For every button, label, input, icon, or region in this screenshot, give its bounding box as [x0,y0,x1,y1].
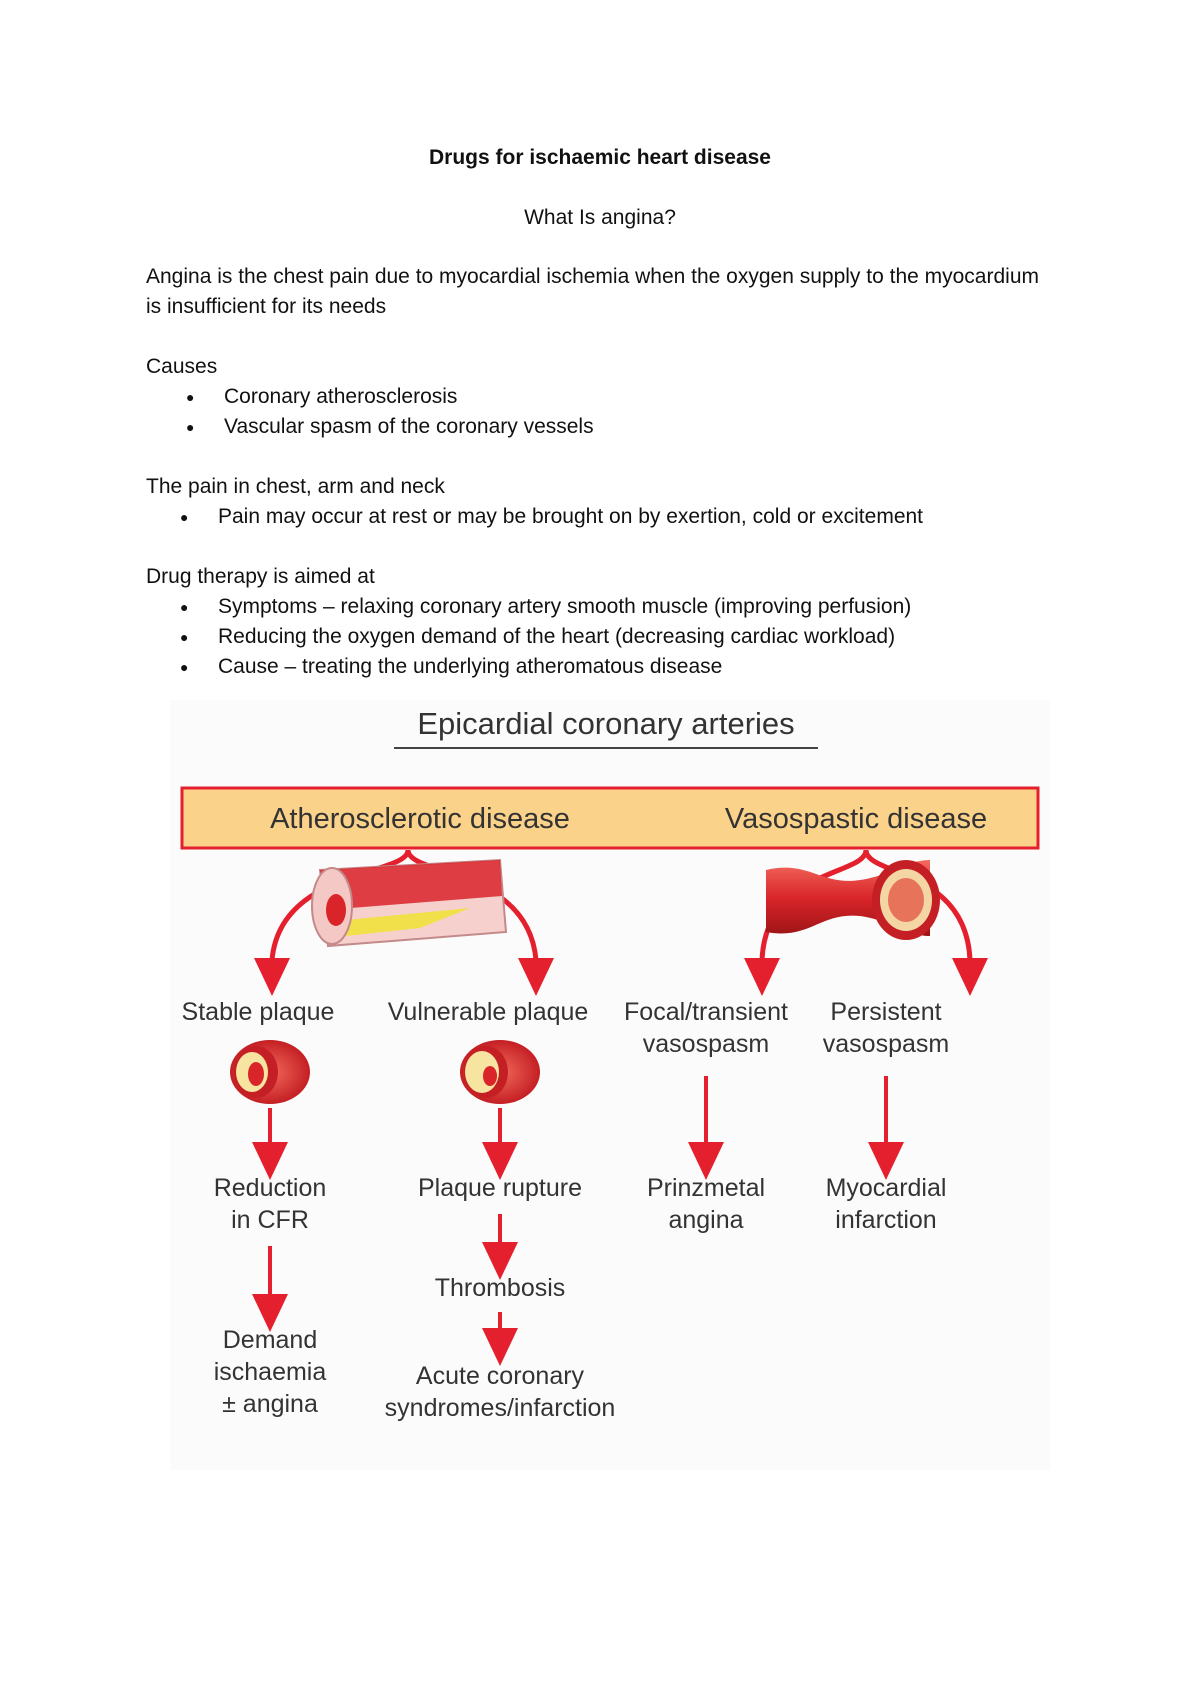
stable-plaque-illustration [230,1040,310,1104]
label-angina: angina [668,1206,743,1234]
arrow-head [952,958,988,996]
arrow-head [518,958,554,996]
causes-list: Coronary atherosclerosis Vascular spasm … [186,382,594,442]
banner-atherosclerotic: Atherosclerotic disease [270,803,570,835]
label-thrombosis: Thrombosis [435,1274,566,1302]
arrow-head [744,958,780,996]
label-plaque-rupture: Plaque rupture [418,1174,582,1202]
list-item: Pain may occur at rest or may be brought… [180,502,923,532]
arrow-head [482,1328,518,1366]
label-focal-vasospasm: vasospasm [643,1030,769,1058]
arrow-head [482,1142,518,1180]
label-in-cfr: in CFR [231,1206,309,1234]
vulnerable-plaque-illustration [460,1040,540,1104]
diagram-heading: Epicardial coronary arteries [417,706,794,741]
level3-arrows [268,1214,502,1296]
label-infarction: infarction [835,1206,936,1234]
label-demand: Demand [223,1326,318,1354]
label-plus-minus-angina: ± angina [222,1390,318,1418]
arrow-head [252,1294,288,1332]
list-item: Cause – treating the underlying atheroma… [180,652,911,682]
document-subtitle: What Is angina? [524,206,676,229]
level2-arrows [268,1076,888,1144]
label-persistent: Persistent [830,998,941,1026]
label-vulnerable-plaque: Vulnerable plaque [388,998,589,1026]
arrow-head [688,1142,724,1180]
therapy-list: Symptoms – relaxing coronary artery smoo… [180,592,911,682]
list-item: Reducing the oxygen demand of the heart … [180,622,911,652]
arrow-head [254,958,290,996]
document-title: Drugs for ischaemic heart disease [429,146,771,169]
label-persistent-vasospasm: vasospasm [823,1030,949,1058]
atherosclerotic-vessel-illustration [311,858,508,948]
arrow-head [252,1142,288,1180]
causes-heading: Causes [146,355,218,378]
epicardial-coronary-arteries-diagram: Epicardial coronary arteries Atheroscler… [170,700,1050,1470]
disease-banner [180,786,1040,850]
label-stable-plaque: Stable plaque [182,998,335,1026]
list-item: Coronary atherosclerosis [186,382,594,412]
label-ischaemia: ischaemia [214,1358,327,1386]
label-acute-coronary: Acute coronary [416,1362,585,1390]
label-reduction: Reduction [214,1174,327,1202]
banner-vasospastic: Vasospastic disease [725,803,987,835]
pain-list: Pain may occur at rest or may be brought… [180,502,923,532]
list-item: Vascular spasm of the coronary vessels [186,412,594,442]
label-myocardial: Myocardial [826,1174,947,1202]
arrow-head [868,1142,904,1180]
pain-heading: The pain in chest, arm and neck [146,475,445,498]
arrow-head [482,1242,518,1280]
list-item: Symptoms – relaxing coronary artery smoo… [180,592,911,622]
therapy-heading: Drug therapy is aimed at [146,565,375,588]
label-syndromes-infarction: syndromes/infarction [385,1394,616,1422]
angina-definition: Angina is the chest pain due to myocardi… [146,265,1039,318]
label-focal-transient: Focal/transient [624,998,788,1026]
label-prinzmetal: Prinzmetal [647,1174,765,1202]
vasospastic-vessel-illustration [766,860,940,940]
